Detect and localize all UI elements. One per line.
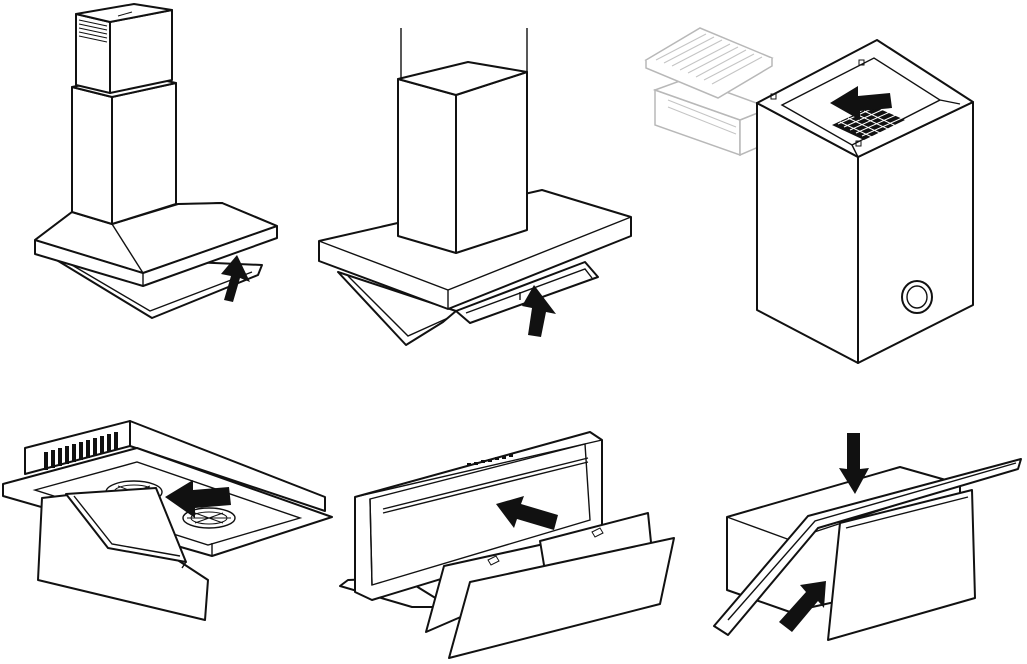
chimney-hood-wall [34,3,278,319]
downdraft-hood [339,431,675,659]
vent-grille [44,432,118,470]
front-cover-panel [448,537,675,659]
glass-panel-open [713,458,1022,636]
integrated-hood [2,420,333,621]
up-arrow-icon [522,285,556,337]
control-buttons [467,454,513,466]
island-hood [318,28,632,346]
filter-panel [827,489,976,641]
left-arrow-icon [496,496,558,530]
down-arrow-icon [839,433,869,494]
left-arrow-icon [165,480,231,518]
up-arrow-icon [779,581,826,632]
inclined-hood [713,433,1022,641]
up-arrow-icon [221,255,250,302]
left-arrow-icon [830,86,892,120]
box-hood-with-charcoal-filter [644,27,974,364]
charcoal-filter-ghost [644,27,774,157]
control-knob [901,280,933,314]
fan-disc-right [182,507,236,529]
vent-grille [78,11,133,43]
